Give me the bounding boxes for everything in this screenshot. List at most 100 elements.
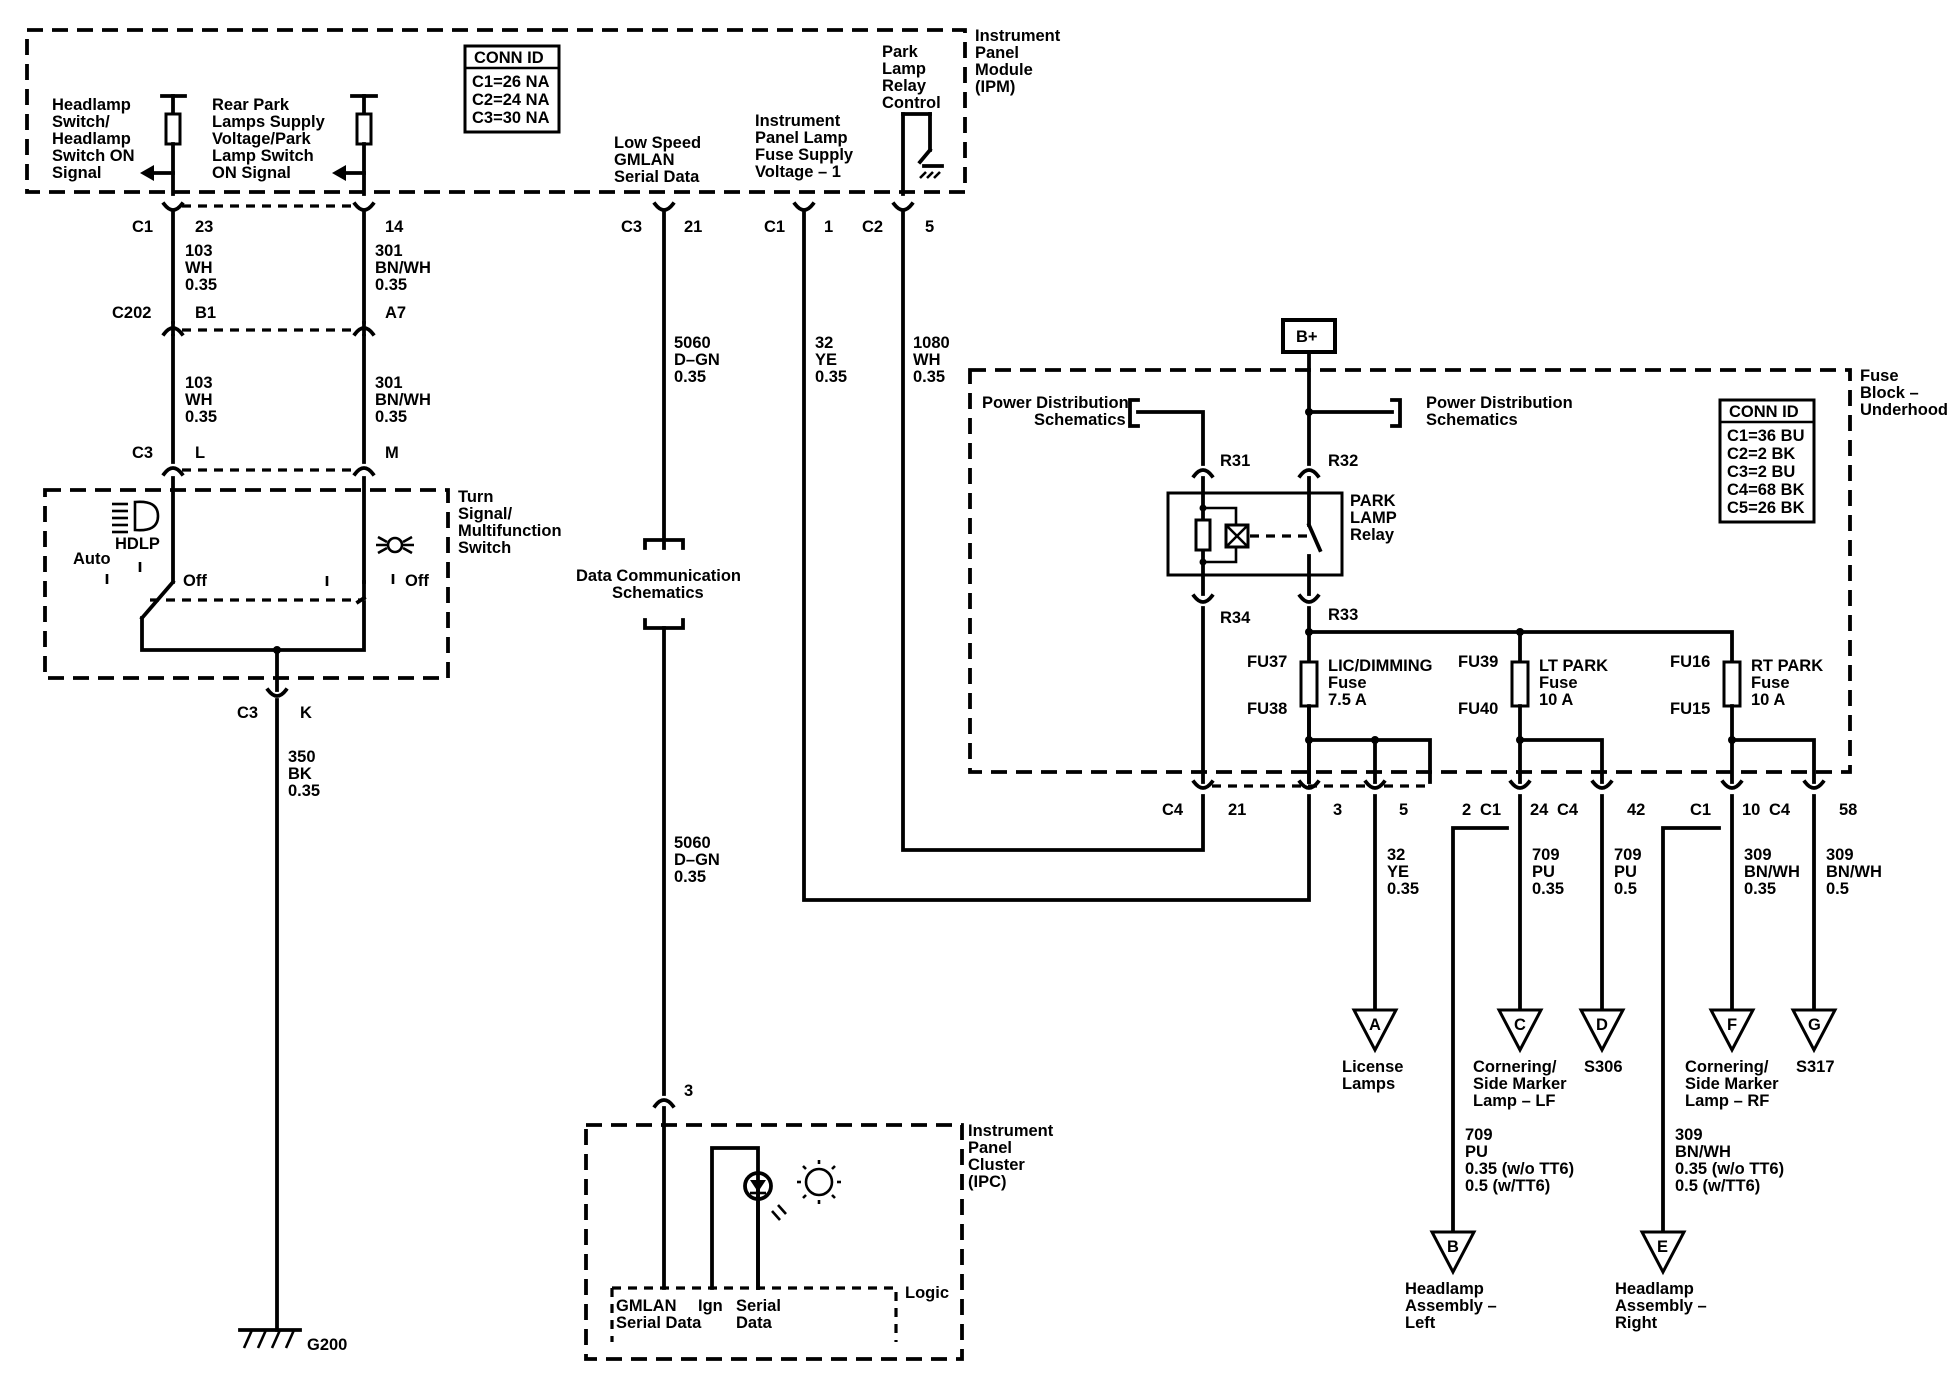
turn-switch-internals (105, 476, 395, 692)
offpage-letter: B (1447, 1238, 1459, 1256)
wire-label: BN/WH (1675, 1143, 1731, 1161)
wire-label: 0.35 (375, 408, 407, 426)
fuse-block-label-line: Block – (1860, 384, 1919, 402)
pin-label: 5 (1399, 801, 1408, 819)
ipc-label-line: Panel (968, 1139, 1012, 1157)
ipm-label-line: Panel (975, 44, 1019, 62)
wire-label: 103 (185, 242, 213, 260)
signal-label-line: Voltage – 1 (755, 163, 841, 181)
wire-label: WH (185, 259, 213, 277)
fuse-name: Fuse (1539, 674, 1578, 692)
fuse-name: RT PARK (1751, 657, 1823, 675)
wire-label: WH (913, 351, 941, 369)
rear-park-signal-label: Rear Park Lamps Supply Voltage/Park Lamp… (212, 96, 326, 182)
signal-label-line: Park (882, 43, 919, 61)
wire-label: BK (288, 765, 312, 783)
ipc-pin-label: Serial Data (616, 1314, 702, 1332)
wires (171, 210, 1816, 1332)
ipm-label-line: Module (975, 61, 1033, 79)
conn-id-row: C2=2 BK (1727, 445, 1795, 463)
wire-label: BN/WH (375, 259, 431, 277)
ipm-label-line: (IPM) (975, 78, 1015, 96)
connector-label: C3 (621, 218, 642, 236)
wire-label: 5060 (674, 834, 711, 852)
auto-label: Auto (73, 550, 111, 568)
pin-label: 14 (385, 218, 404, 236)
offpage-label: Headlamp (1615, 1280, 1694, 1298)
connector-label: C1 (132, 218, 153, 236)
offpage-label: Headlamp (1405, 1280, 1484, 1298)
wire-label: PU (1465, 1143, 1488, 1161)
ipc-internals (710, 1146, 787, 1290)
ipc-label-line: Instrument (968, 1122, 1054, 1140)
fuse-name: LT PARK (1539, 657, 1608, 675)
turn-switch-outline (43, 488, 450, 680)
fuse-block-internal-wiring (1128, 350, 1816, 784)
pds-label-line: Power Distribution (982, 394, 1129, 412)
relay-control-switch (901, 112, 944, 196)
fuse-id: FU40 (1458, 700, 1498, 718)
pds-label-line: Schematics (1034, 411, 1126, 429)
pin-label: L (195, 444, 205, 462)
pin-label: 3 (1333, 801, 1342, 819)
fuse-name: LIC/DIMMING (1328, 657, 1433, 675)
pds-label-line: Schematics (1426, 411, 1518, 429)
offpage-label: License (1342, 1058, 1403, 1076)
wire-label: 309 (1826, 846, 1854, 864)
rear-park-internal-circuit (332, 94, 378, 196)
wire-label: 709 (1532, 846, 1560, 864)
offpage-label: Side Marker (1685, 1075, 1779, 1093)
connector-label: C4 (1162, 801, 1184, 819)
offpage-connector-A: A License Lamps (1342, 1008, 1403, 1093)
wire-labels: 103 WH 0.35 301 BN/WH 0.35 103 WH 0.35 3… (185, 242, 1882, 1195)
wire-label: 0.35 (1744, 880, 1776, 898)
conn-id-row: C1=26 NA (472, 73, 550, 91)
wire-label: 0.35 (185, 276, 217, 294)
signal-label-line: Low Speed (614, 134, 701, 152)
pin-label: 1 (824, 218, 833, 236)
ipc-pin-label: Ign (698, 1297, 723, 1315)
fuse-block-label: Fuse Block – Underhood (1860, 367, 1948, 419)
fuse-rtpark-label: FU16 FU15 RT PARK Fuse 10 A (1670, 653, 1823, 718)
wire-label: WH (185, 391, 213, 409)
fuse-name: Fuse (1751, 674, 1790, 692)
turn-switch-label: Turn Signal/ Multifunction Switch (458, 488, 562, 557)
connector-label: C4 (1557, 801, 1579, 819)
wire-label: 0.35 (185, 408, 217, 426)
pin-label: A7 (385, 304, 406, 322)
ipm-conn-id-table: CONN ID C1=26 NA C2=24 NA C3=30 NA (463, 44, 561, 134)
signal-label-line: Panel Lamp (755, 129, 848, 147)
relay-label-line: Relay (1350, 526, 1395, 544)
r32-label: R32 (1328, 452, 1358, 470)
wire-label: 709 (1465, 1126, 1493, 1144)
data-comm-break (643, 538, 685, 630)
r33-label: R33 (1328, 606, 1358, 624)
ground-label: G200 (307, 1336, 347, 1354)
gmlan-signal-label: Low Speed GMLAN Serial Data (614, 134, 701, 186)
wire-label: 0.5 (w/TT6) (1675, 1177, 1760, 1195)
ipc-pin-label: GMLAN (616, 1297, 677, 1315)
fuse-ltpark-label: FU39 FU40 LT PARK Fuse 10 A (1458, 653, 1608, 718)
offpage-label: Left (1405, 1314, 1436, 1332)
off-label: Off (405, 572, 429, 590)
offpage-connector-F: F Cornering/ Side Marker Lamp – RF (1685, 1008, 1779, 1110)
b-plus-label: B+ (1296, 328, 1318, 346)
offpage-letter: C (1514, 1016, 1526, 1034)
offpage-letter: F (1727, 1016, 1737, 1034)
wire-label: 1080 (913, 334, 950, 352)
ground-icon (238, 1328, 302, 1349)
conn-id-row: C3=2 BU (1727, 463, 1795, 481)
pin-label: 42 (1627, 801, 1645, 819)
offpage-connector-D: D S306 (1578, 1008, 1626, 1076)
wire-label: PU (1532, 863, 1555, 881)
offpage-letter: G (1808, 1016, 1821, 1034)
fuse-rating: 10 A (1539, 691, 1573, 709)
signal-label-line: Signal (52, 164, 102, 182)
fuse-name: Fuse (1328, 674, 1367, 692)
pin-label: 5 (925, 218, 934, 236)
wire-label: 103 (185, 374, 213, 392)
offpage-label: Lamps (1342, 1075, 1395, 1093)
offpage-label: Lamp – RF (1685, 1092, 1769, 1110)
signal-label-line: Rear Park (212, 96, 290, 114)
